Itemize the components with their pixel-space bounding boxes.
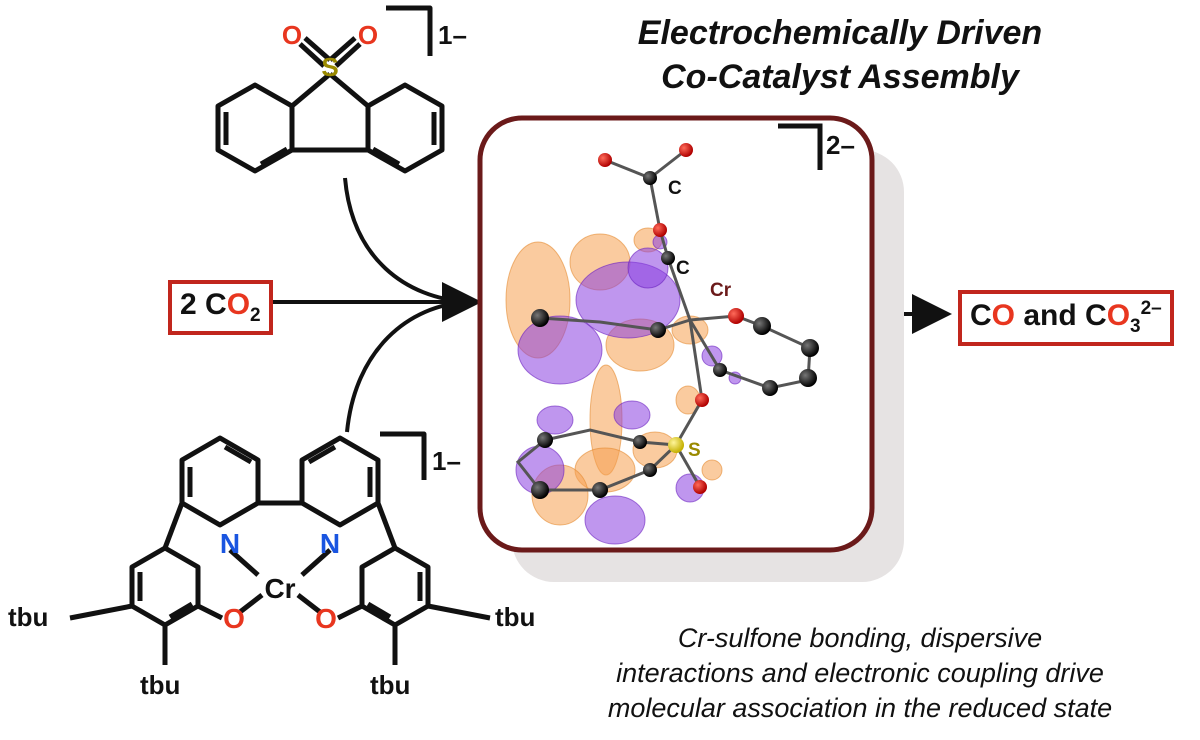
tbu-label-bottom-left: tbu [140,670,180,700]
product-and-c: and C [1015,299,1107,332]
adduct-label-c-mid: C [676,258,690,279]
tbu-label-bottom-right: tbu [370,670,410,700]
cr-complex-structure [69,431,491,665]
sulfone-o-atom-2: O [358,20,378,50]
atom-balls [531,143,819,499]
tbu-label-right: tbu [495,602,535,632]
product-o2: O [1106,299,1131,332]
cr-complex-n-atom-left: N [220,528,240,559]
caption-line-2: interactions and electronic coupling dri… [616,658,1104,688]
sulfone-s-atom: S [321,52,338,82]
sulfone-o-atom-1: O [282,20,302,50]
product-o1: O [991,299,1016,332]
cr-complex-charge: 1– [432,446,461,476]
reactant-prefix: 2 C [180,288,227,321]
orbital-visualization [505,143,819,545]
product-c1: C [970,299,992,332]
adduct-label-cr: Cr [710,280,732,301]
dibenzothiophene-sulfone-structure [215,5,445,174]
product-superscript: 2– [1140,298,1162,319]
converging-arrows [272,177,482,433]
caption-line-3: molecular association in the reduced sta… [607,693,1113,723]
title-line-2: Co-Catalyst Assembly [661,58,1019,96]
title-line-1: Electrochemically Driven [637,14,1043,52]
adduct-charge-bracket [778,123,823,170]
cr-complex-cr-atom: Cr [264,573,295,604]
adduct-charge: 2– [826,130,855,160]
tbu-label-left: tbu [8,602,48,632]
adduct-label-c-top: C [668,178,682,199]
reactant-oxygen: O [226,288,251,321]
reactant-co2-box: 2 CO2 [168,280,273,335]
product-box: CO and CO32– [958,290,1174,346]
cr-complex-o-atom-left: O [223,603,245,634]
sulfone-charge: 1– [438,20,467,50]
reactant-subscript: 2 [250,305,261,326]
cr-complex-o-atom-right: O [315,603,337,634]
cr-complex-n-atom-right: N [320,528,340,559]
product-subscript: 3 [1130,316,1141,337]
adduct-label-s: S [688,440,701,461]
caption-line-1: Cr-sulfone bonding, dispersive [677,623,1043,653]
